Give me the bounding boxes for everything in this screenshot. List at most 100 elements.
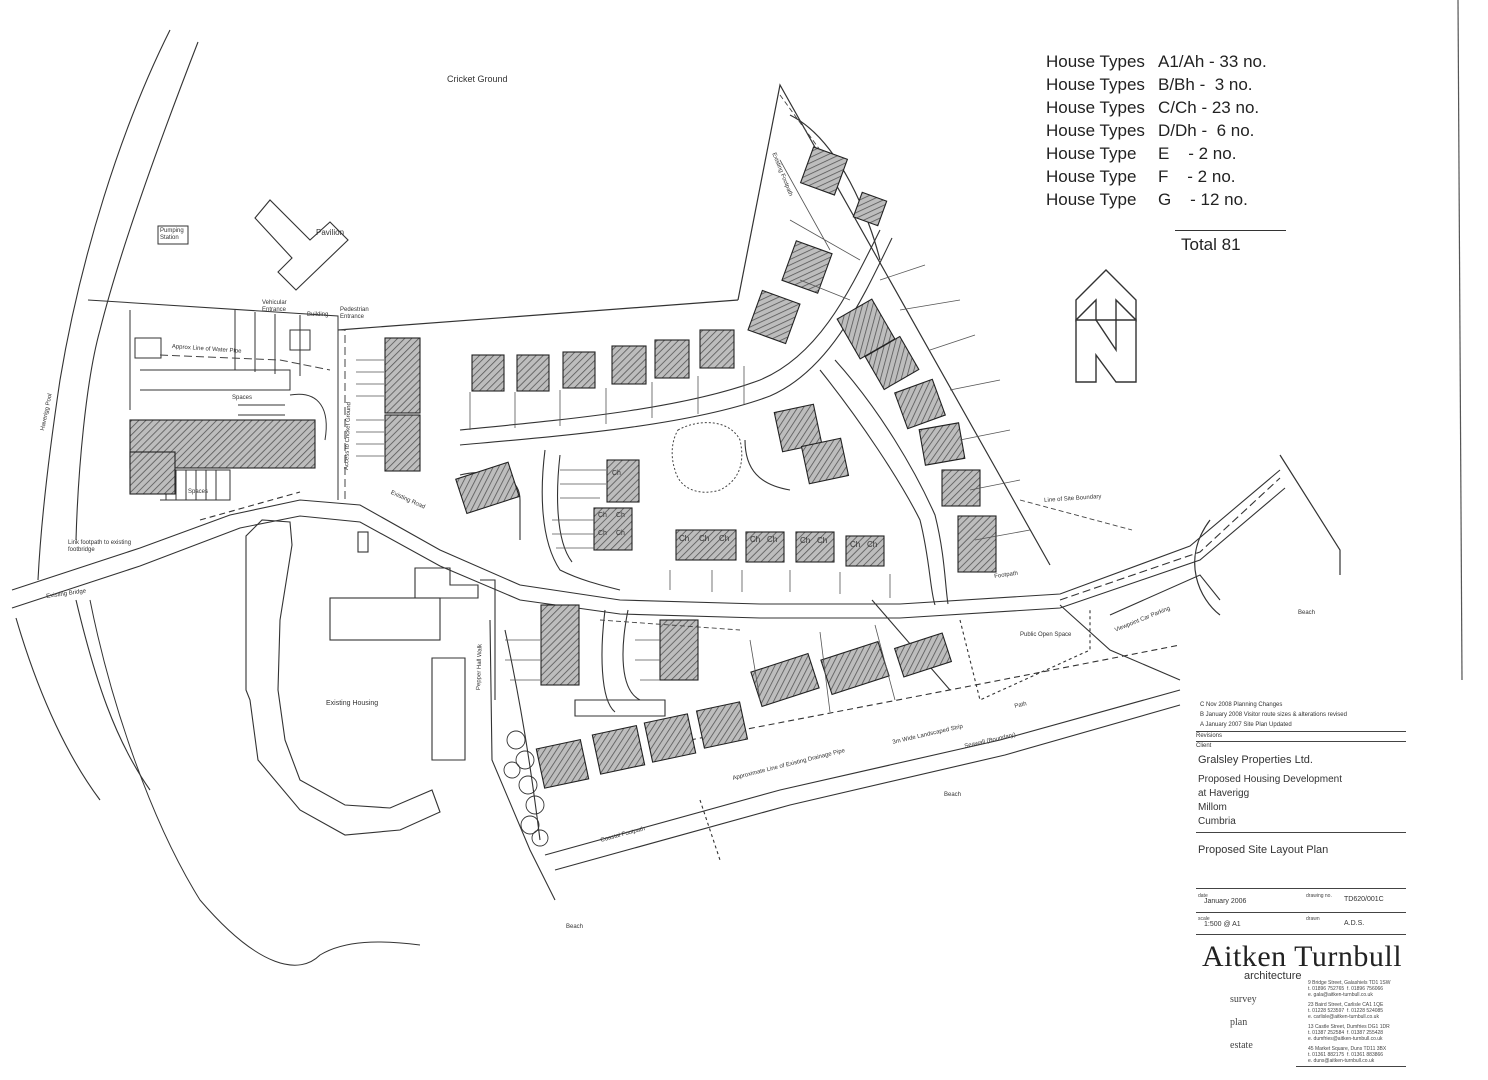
title-block-rule [1196,912,1406,913]
drawing-number: TD620/001C [1344,896,1384,903]
drawn-by: A.D.S. [1344,920,1365,927]
house-tag: Ch [800,536,811,545]
house-footprint [562,351,596,389]
house-footprint [593,507,633,551]
office-address: 23 Baird Street, Carlisle CA1 1QE t. 012… [1308,1002,1384,1020]
plot-boundaries [356,159,1031,713]
label-spaces-bottom: Spaces [188,489,209,495]
schedule-type: A1/Ah - 33 no. [1158,52,1267,71]
house-footprint [129,451,176,495]
label-cricket-ground: Cricket Ground [447,74,508,84]
house-footprint [750,652,820,708]
schedule-label: House Types [1046,75,1145,94]
label-beach-bottom: Beach [566,924,584,930]
house-footprint [745,531,785,563]
house-tag: Ch [616,530,625,537]
label-existing-housing: Existing Housing [326,700,379,707]
house-tag: Ch [679,534,690,543]
office-address: 9 Bridge Street, Galashiels TD1 1SW t. 0… [1308,980,1391,998]
drawing-date: January 2006 [1204,898,1247,905]
label-vehicular-entrance: Vehicular Entrance [262,300,287,313]
house-footprint [643,713,697,763]
house-tag: Ch [598,530,607,537]
existing-road [11,469,1286,619]
house-footprint [659,619,699,681]
house-footprint [591,725,646,775]
house-footprint [611,345,647,385]
house-tag: Ch [850,540,861,549]
house-footprint [606,459,640,503]
drawing-scale: 1:500 @ A1 [1204,921,1241,928]
house-footprint [455,461,520,515]
service-estate: estate [1230,1040,1253,1051]
north-arrow [1075,269,1137,383]
schedule-type: E - 2 no. [1158,144,1237,163]
project-line-4: Cumbria [1198,816,1236,827]
revision-b: B January 2008 Visitor route sizes & alt… [1200,712,1347,718]
schedule-label: House Type [1046,144,1137,163]
schedule-type: G - 12 no. [1158,190,1248,209]
pavilion [254,199,349,291]
house-tag: Ch [616,512,625,519]
house-footprint [852,191,888,227]
house-footprint [471,354,505,392]
house-tag: Ch [612,470,621,477]
title-block-rule [1196,888,1406,889]
label-beach-mid: Beach [944,792,962,798]
house-tag: Ch [767,535,778,544]
title-block-rule [1196,934,1406,935]
house-footprint [699,329,735,369]
title-block-rule [1196,741,1406,742]
house-tag: Ch [598,512,607,519]
house-footprint [654,339,690,379]
schedule-label: House Types [1046,98,1145,117]
client-name: Gralsley Properties Ltd. [1198,754,1313,766]
label-pumping-station: Pumping Station [160,228,184,241]
label-spaces-top: Spaces [232,395,253,401]
house-footprint [864,335,920,391]
label-pavilion: Pavilion [316,228,345,237]
office-address: 13 Castle Street, Dumfries DG1 1DR t. 01… [1308,1024,1390,1042]
title-block-rule [1296,1066,1406,1067]
schedule-type: F - 2 no. [1158,167,1236,186]
schedule-row: House Types D/Dh - 6 no. [1046,119,1308,142]
label-pedestrian-entrance: Pedestrian Entrance [340,307,369,320]
schedule-type: D/Dh - 6 no. [1158,121,1255,140]
house-footprint [540,604,580,686]
revisions-header: Revisions [1196,733,1223,739]
house-tag: Ch [750,535,761,544]
house-footprint [384,337,421,414]
house-tag: Ch [699,534,710,543]
house-footprint [845,535,885,567]
house-footprint [918,422,966,466]
scale-label: scale [1198,916,1210,922]
client-header: Client [1196,743,1212,749]
tree-line [503,730,549,847]
title-block-rule [1196,832,1406,833]
water-pipe-line [159,329,346,500]
house-footprint [675,529,737,561]
title-block-rule [1196,731,1406,732]
dashed-lines [599,94,1133,631]
label-link-footpath: Link footpath to existing footbridge [68,540,132,553]
pumping-station [157,225,189,245]
house-footprint [941,469,981,507]
project-line-3: Millom [1198,802,1227,813]
schedule-row: House Type E - 2 no. [1046,142,1308,165]
pond [671,422,743,493]
parking-area [87,299,339,501]
schedule-label: House Types [1046,121,1145,140]
drawing-title: Proposed Site Layout Plan [1198,844,1329,856]
house-footprint [535,739,590,789]
house-tag: Ch [867,540,878,549]
service-plan: plan [1230,1017,1248,1028]
label-public-open-space: Public Open Space [1020,632,1072,638]
haverigg-pool-channel [15,29,199,801]
house-footprint [894,378,946,430]
house-footprint [747,289,801,345]
existing-housing-block [245,519,496,836]
